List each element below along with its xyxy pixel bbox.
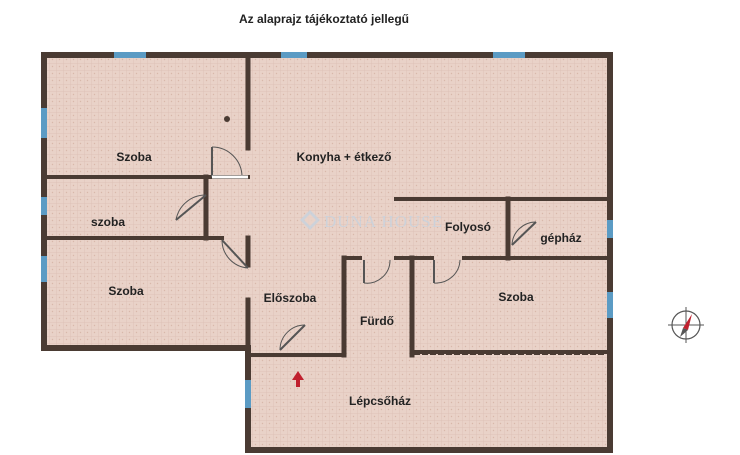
room-label-eloszoba: Előszoba	[264, 291, 317, 305]
room-label-szoba-left: Szoba	[108, 284, 144, 298]
room-label-lepcsohaz: Lépcsőház	[349, 394, 411, 408]
watermark-text: DUNA HOUSE	[324, 212, 443, 231]
room-label-furdo: Fürdő	[360, 314, 394, 328]
entrance-arrow-icon	[292, 371, 304, 387]
plan-title: Az alaprajz tájékoztató jellegű	[239, 12, 409, 26]
doors	[175, 146, 537, 351]
walls	[41, 52, 613, 453]
watermark-logo: DUNA HOUSE	[300, 210, 443, 231]
room-label-szoba-top: Szoba	[116, 150, 152, 164]
room-label-szoba-small: szoba	[91, 215, 125, 229]
windows	[41, 52, 613, 408]
room-label-gephaz: gépház	[540, 231, 581, 245]
room-label-szoba-right: Szoba	[498, 290, 534, 304]
room-label-folyoso: Folyosó	[445, 220, 491, 234]
floor-area	[44, 55, 610, 450]
fixture-dot	[224, 116, 230, 122]
compass-icon	[668, 307, 704, 343]
room-label-konyha: Konyha + étkező	[296, 150, 391, 164]
